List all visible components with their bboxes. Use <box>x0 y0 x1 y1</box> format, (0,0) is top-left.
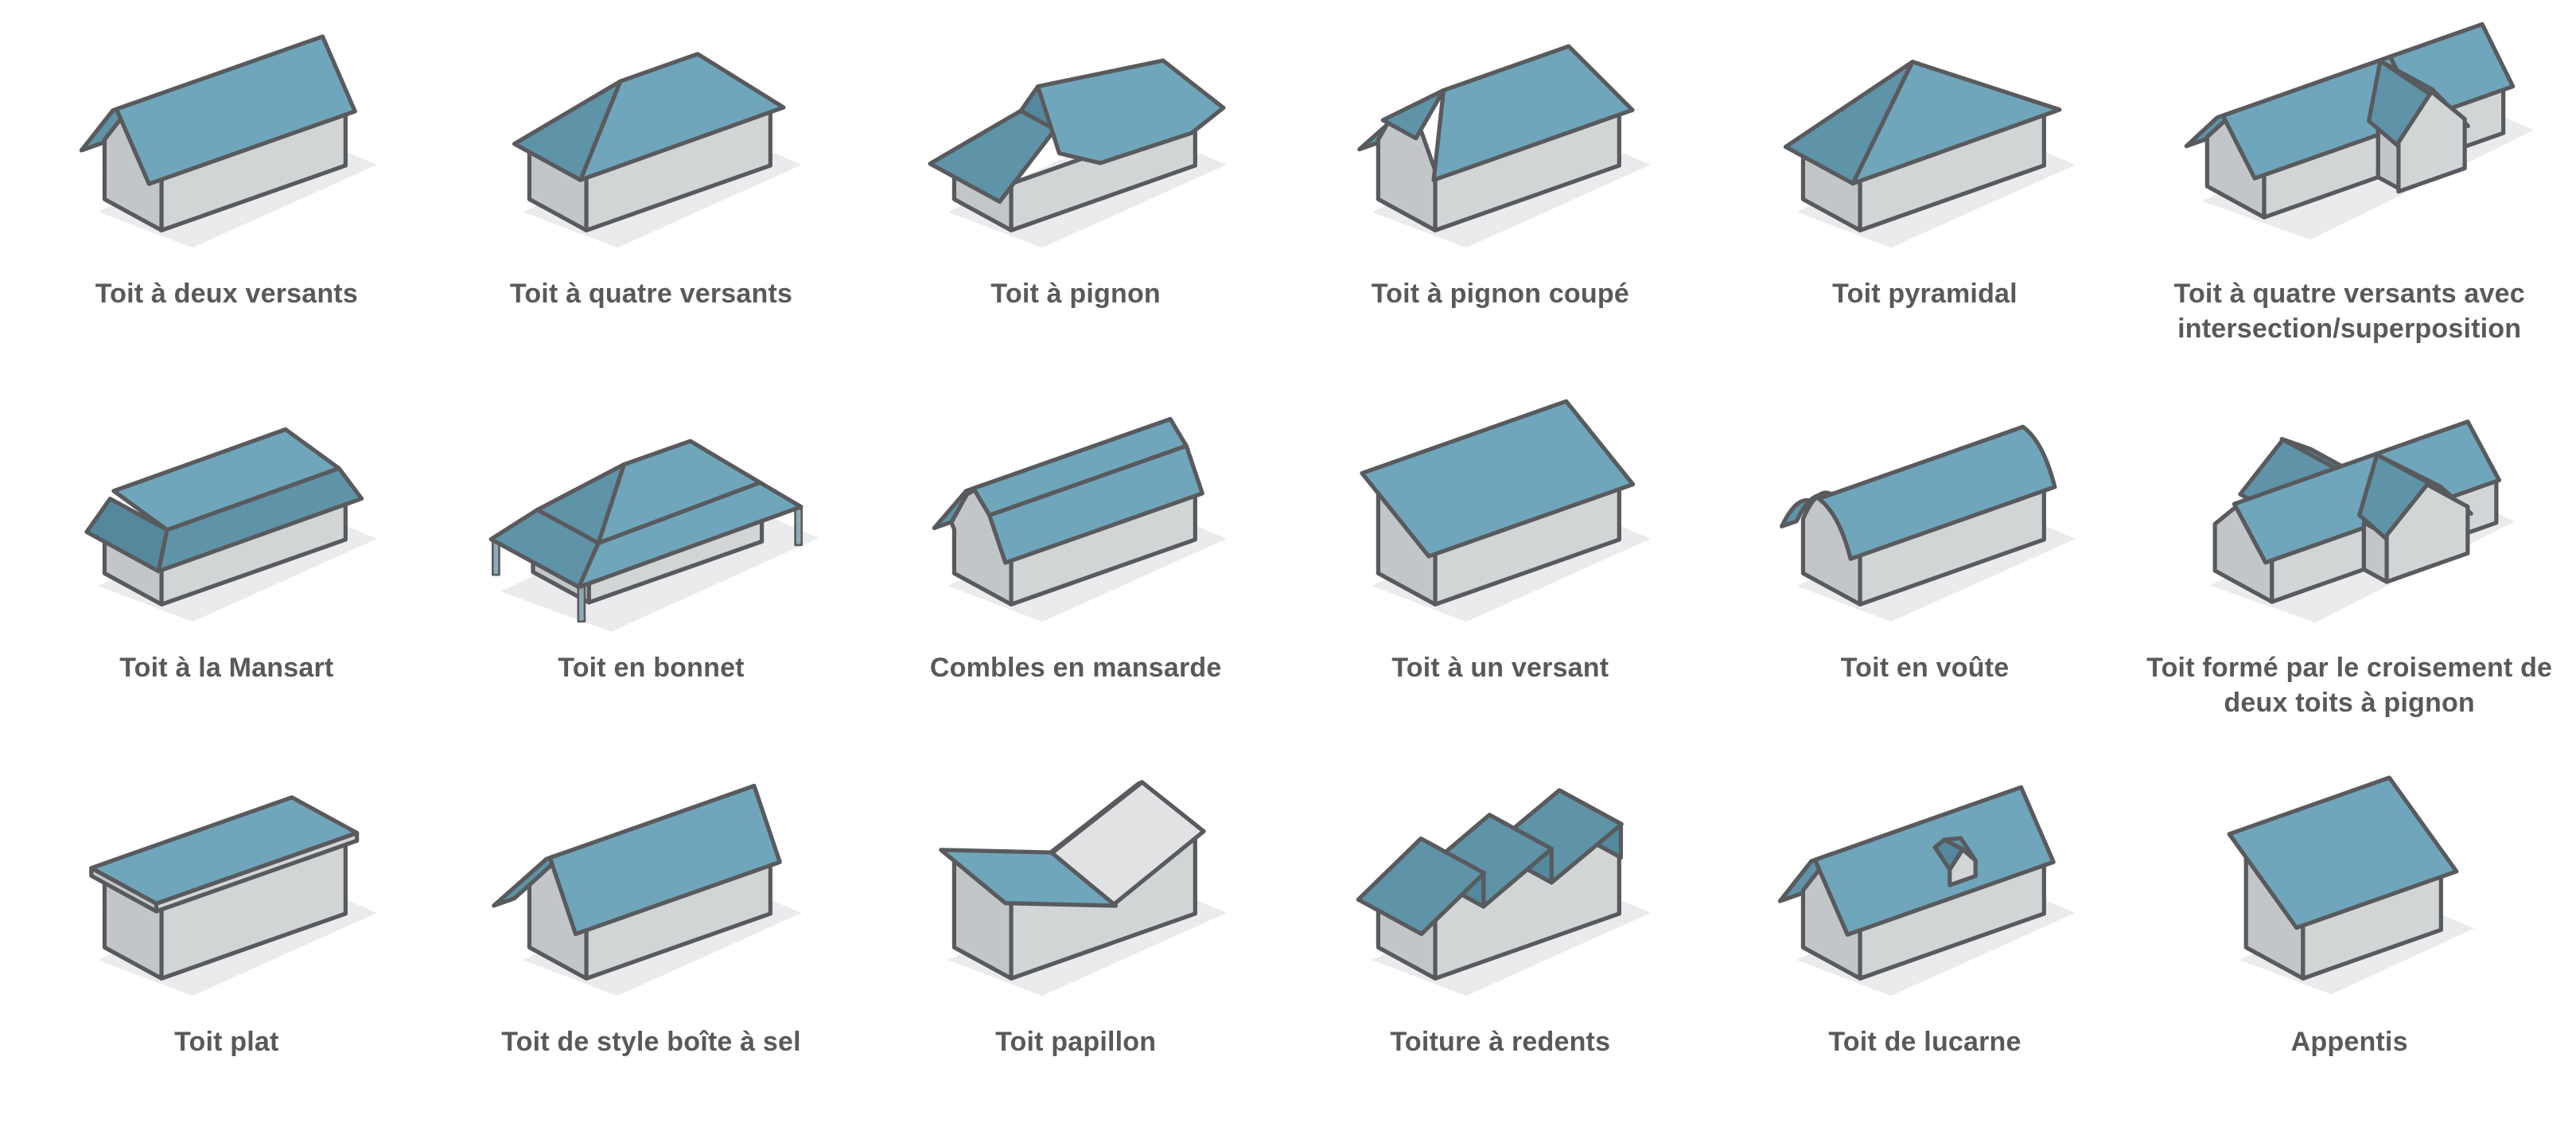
roof-illustration-combles_mansarde-icon <box>875 379 1277 651</box>
roof-label: Toit à la Mansart <box>119 653 334 683</box>
roof-label: Combles en mansarde <box>929 653 1222 683</box>
roof-label: Appentis <box>2290 1027 2408 1057</box>
roof-card-appentis: Appentis <box>2137 753 2562 1127</box>
roof-card-pignon_coupe: Toit à pignon coupé <box>1288 5 1713 379</box>
roof-label: Toit à deux versants <box>95 279 358 309</box>
roof-illustration-bonnet-icon <box>450 379 852 651</box>
roof-illustration-quatre_versants-icon <box>450 5 852 277</box>
roof-card-pignon: Toit à pignon <box>863 5 1288 379</box>
roof-card-plat: Toit plat <box>14 753 439 1127</box>
roof-illustration-pyramidal-icon <box>1724 5 2126 277</box>
roof-label: Toit à pignon coupé <box>1371 279 1629 309</box>
roof-illustration-un_versant-icon <box>1299 379 1701 651</box>
roof-label: Toiture à redents <box>1390 1027 1611 1057</box>
roof-label: Toit en voûte <box>1840 653 2010 683</box>
roof-illustration-pignon-icon <box>875 5 1277 277</box>
roof-illustration-lucarne-icon <box>1724 753 2126 1025</box>
roof-card-croisement_pignons: Toit formé par le croisement de deux toi… <box>2137 379 2562 753</box>
roof-card-mansart: Toit à la Mansart <box>14 379 439 753</box>
roof-illustration-pignon_coupe-icon <box>1299 5 1701 277</box>
roof-label: Toit à quatre versants <box>509 279 793 309</box>
roof-card-boite_a_sel: Toit de style boîte à sel <box>439 753 864 1127</box>
roof-label: Toit de lucarne <box>1828 1027 2021 1057</box>
roof-illustration-redents-icon <box>1299 753 1701 1025</box>
roof-card-quatre_versants: Toit à quatre versants <box>439 5 864 379</box>
roof-illustration-croisement_pignons-icon <box>2149 379 2551 651</box>
roof-label: Toit formé par le croisement de deux toi… <box>2146 653 2553 718</box>
roof-label: Toit plat <box>174 1027 279 1057</box>
roof-illustration-boite_a_sel-icon <box>450 753 852 1025</box>
roof-illustration-plat-icon <box>25 753 427 1025</box>
roof-label: Toit à un versant <box>1391 653 1609 683</box>
roof-illustration-voute-icon <box>1724 379 2126 651</box>
roof-illustration-deux_versants-icon <box>25 5 427 277</box>
roof-illustration-mansart-icon <box>25 379 427 651</box>
roof-card-deux_versants: Toit à deux versants <box>14 5 439 379</box>
roof-card-voute: Toit en voûte <box>1713 379 2138 753</box>
roof-label: Toit pyramidal <box>1832 279 2018 309</box>
roof-label: Toit en bonnet <box>558 653 745 683</box>
roof-card-combles_mansarde: Combles en mansarde <box>863 379 1288 753</box>
roof-card-papillon: Toit papillon <box>863 753 1288 1127</box>
roof-label: Toit à quatre versants avec intersection… <box>2173 279 2525 344</box>
roof-card-quatre_versants_intersection: Toit à quatre versants avec intersection… <box>2137 5 2562 379</box>
roof-label: Toit à pignon <box>990 279 1161 309</box>
roof-card-lucarne: Toit de lucarne <box>1713 753 2138 1127</box>
roof-card-redents: Toiture à redents <box>1288 753 1713 1127</box>
roof-illustration-quatre_versants_intersection-icon <box>2149 5 2551 277</box>
roof-illustration-appentis-icon <box>2149 753 2551 1025</box>
roof-card-pyramidal: Toit pyramidal <box>1713 5 2138 379</box>
roof-label: Toit papillon <box>995 1027 1157 1057</box>
roof-card-bonnet: Toit en bonnet <box>439 379 864 753</box>
roof-card-un_versant: Toit à un versant <box>1288 379 1713 753</box>
roof-label: Toit de style boîte à sel <box>501 1027 801 1057</box>
roof-illustration-papillon-icon <box>875 753 1277 1025</box>
